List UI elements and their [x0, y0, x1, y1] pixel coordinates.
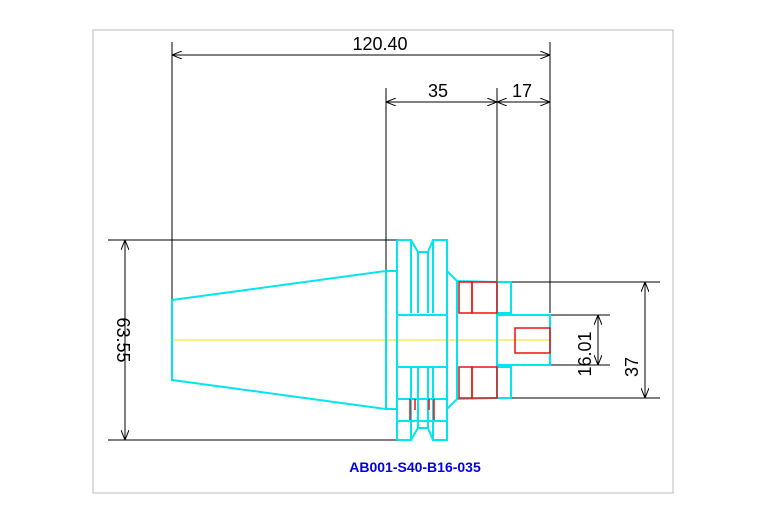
dim-nose-length: 17 [512, 81, 532, 101]
dim-flange-diameter: 63.55 [113, 317, 133, 362]
part-number-label: AB001-S40-B16-035 [349, 459, 481, 475]
dim-bore-diameter: 16.01 [575, 331, 595, 376]
hidden-features [409, 281, 551, 420]
dim-flange-face: 35 [428, 81, 448, 101]
dim-overall-length: 120.40 [352, 34, 407, 54]
dimension-lines [125, 55, 645, 440]
bore [514, 327, 551, 354]
dim-nose-diameter: 37 [622, 357, 642, 377]
drawing-frame [92, 29, 674, 494]
